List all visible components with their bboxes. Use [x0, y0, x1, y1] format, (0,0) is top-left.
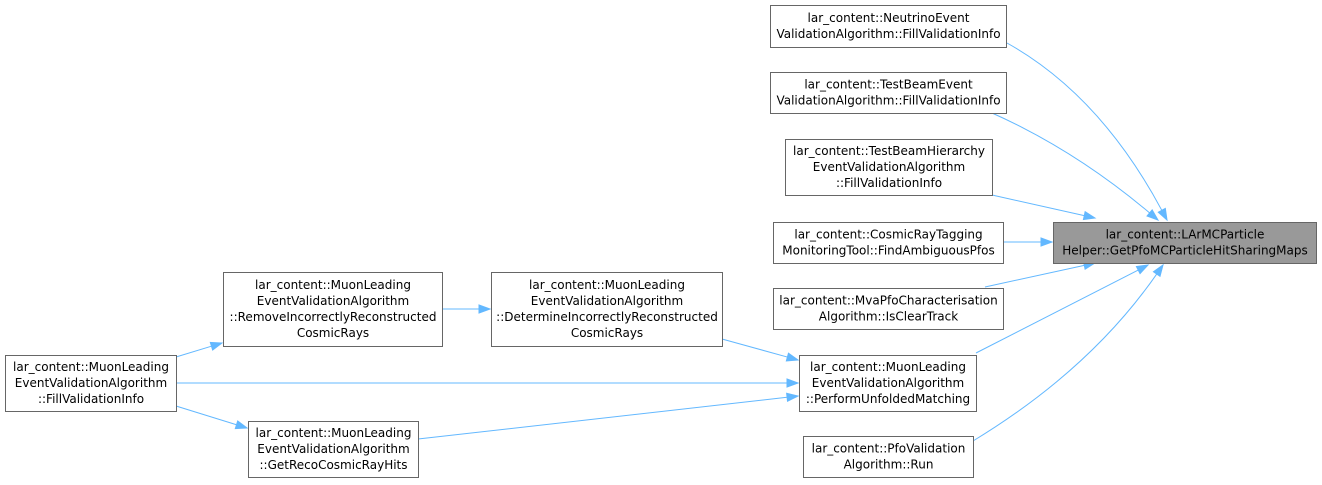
node-label-line: CosmicRays: [571, 326, 643, 340]
edge-line: [972, 273, 1158, 442]
edge-testbeamhier-to-getpfo: [991, 194, 1097, 221]
node-label-line: lar_content::MuonLeading: [256, 426, 412, 440]
node-label-line: CosmicRays: [297, 326, 369, 340]
node-box: [799, 355, 977, 412]
node-label-line: ::DetermineIncorrectlyReconstructed: [496, 310, 718, 324]
edge-fillmuon-to-getreco: [175, 405, 249, 430]
node-box: [803, 436, 974, 478]
edge-arrowhead: [209, 341, 224, 351]
edge-pfoval-to-getpfo: [972, 263, 1164, 442]
edge-perform-to-getpfo: [975, 264, 1150, 354]
node-label-line: lar_content::MuonLeading: [13, 360, 169, 374]
node-label-line: Algorithm::IsClearTrack: [819, 310, 958, 324]
node-testbeam[interactable]: lar_content::TestBeamEventValidationAlgo…: [770, 72, 1007, 114]
node-box: [248, 421, 419, 478]
edge-cosmictag-to-getpfo: [1003, 237, 1054, 247]
edge-arrowhead: [785, 352, 800, 362]
edge-line: [175, 345, 212, 358]
node-fillmuon[interactable]: lar_content::MuonLeadingEventValidationA…: [5, 355, 177, 412]
node-label-line: lar_content::TestBeamHierarchy: [793, 144, 985, 158]
node-getpfo[interactable]: lar_content::LArMCParticleHelper::GetPfo…: [1053, 222, 1317, 264]
edge-fillmuon-to-remove: [175, 341, 224, 358]
edge-line: [175, 405, 237, 426]
node-label-line: lar_content::MuonLeading: [810, 360, 966, 374]
edge-arrowhead: [1040, 237, 1054, 247]
node-box: [773, 222, 1004, 264]
node-label-line: lar_content::TestBeamEvent: [804, 78, 973, 92]
edge-line: [1006, 42, 1163, 211]
node-box: [491, 272, 723, 347]
node-mvapfo[interactable]: lar_content::MvaPfoCharacterisationAlgor…: [773, 288, 1004, 330]
edge-arrowhead: [786, 392, 800, 402]
node-testbeamhier[interactable]: lar_content::TestBeamHierarchyEventValid…: [785, 139, 993, 196]
node-neutrino[interactable]: lar_content::NeutrinoEventValidationAlgo…: [770, 5, 1007, 48]
edge-getreco-to-perform: [417, 392, 800, 440]
node-label-line: EventValidationAlgorithm: [813, 160, 965, 174]
node-box: [5, 355, 177, 412]
node-box: [773, 288, 1004, 330]
node-box: [770, 5, 1007, 48]
node-label-line: lar_content::MvaPfoCharacterisation: [779, 294, 997, 308]
node-label-line: lar_content::NeutrinoEvent: [808, 11, 970, 25]
edge-arrowhead: [478, 304, 492, 314]
edge-line: [721, 338, 788, 358]
node-box: [223, 272, 443, 347]
edge-arrowhead: [1146, 208, 1160, 221]
node-label-line: Helper::GetPfoMCParticleHitSharingMaps: [1062, 244, 1308, 258]
node-label-line: lar_content::LArMCParticle: [1106, 228, 1265, 242]
edge-line: [417, 396, 788, 440]
node-label-line: ::PerformUnfoldedMatching: [806, 392, 970, 406]
edge-arrowhead: [1135, 264, 1150, 275]
edge-arrowhead: [1152, 263, 1164, 278]
node-label-line: MonitoringTool::FindAmbiguousPfos: [782, 244, 994, 258]
edge-arrowhead: [1082, 210, 1097, 221]
node-cosmictag[interactable]: lar_content::CosmicRayTaggingMonitoringT…: [773, 222, 1004, 264]
edge-line: [975, 269, 1139, 354]
node-label-line: ValidationAlgorithm::FillValidationInfo: [776, 94, 1000, 108]
edge-line: [984, 264, 1085, 288]
node-label-line: lar_content::CosmicRayTagging: [794, 228, 982, 242]
node-label-line: EventValidationAlgorithm: [257, 442, 409, 456]
edge-line: [991, 112, 1150, 214]
edges-layer: [175, 42, 1168, 442]
node-label-line: EventValidationAlgorithm: [531, 294, 683, 308]
node-getreco[interactable]: lar_content::MuonLeadingEventValidationA…: [248, 421, 419, 478]
edge-testbeam-to-getpfo: [991, 112, 1160, 221]
node-label-line: ::RemoveIncorrectlyReconstructed: [230, 310, 437, 324]
node-label-line: EventValidationAlgorithm: [257, 294, 409, 308]
edge-arrowhead: [786, 378, 800, 388]
node-label-line: lar_content::MuonLeading: [529, 278, 685, 292]
node-label-line: ::GetRecoCosmicRayHits: [259, 458, 407, 472]
edge-mvapfo-to-getpfo: [984, 260, 1097, 288]
node-label-line: ValidationAlgorithm::FillValidationInfo: [776, 27, 1000, 41]
node-label-line: EventValidationAlgorithm: [812, 376, 964, 390]
node-label-line: ::FillValidationInfo: [836, 176, 942, 190]
edge-neutrino-to-getpfo: [1006, 42, 1168, 222]
node-label-line: ::FillValidationInfo: [38, 392, 144, 406]
node-label-line: EventValidationAlgorithm: [15, 376, 167, 390]
node-box: [1053, 222, 1317, 264]
node-label-line: lar_content::MuonLeading: [255, 278, 411, 292]
edge-remove-to-determine: [442, 304, 492, 314]
node-perform[interactable]: lar_content::MuonLeadingEventValidationA…: [799, 355, 977, 412]
node-box: [785, 139, 993, 196]
edge-arrowhead: [1157, 207, 1168, 222]
edge-arrowhead: [234, 420, 249, 430]
edge-fillmuon-to-perform: [176, 378, 800, 388]
node-remove[interactable]: lar_content::MuonLeadingEventValidationA…: [223, 272, 443, 347]
node-label-line: Algorithm::Run: [844, 458, 934, 472]
edge-line: [991, 194, 1085, 217]
node-box: [770, 72, 1007, 114]
node-determine[interactable]: lar_content::MuonLeadingEventValidationA…: [491, 272, 723, 347]
edge-determine-to-perform: [721, 338, 800, 362]
node-label-line: lar_content::PfoValidation: [812, 442, 966, 456]
nodes-layer: lar_content::LArMCParticleHelper::GetPfo…: [5, 5, 1317, 478]
